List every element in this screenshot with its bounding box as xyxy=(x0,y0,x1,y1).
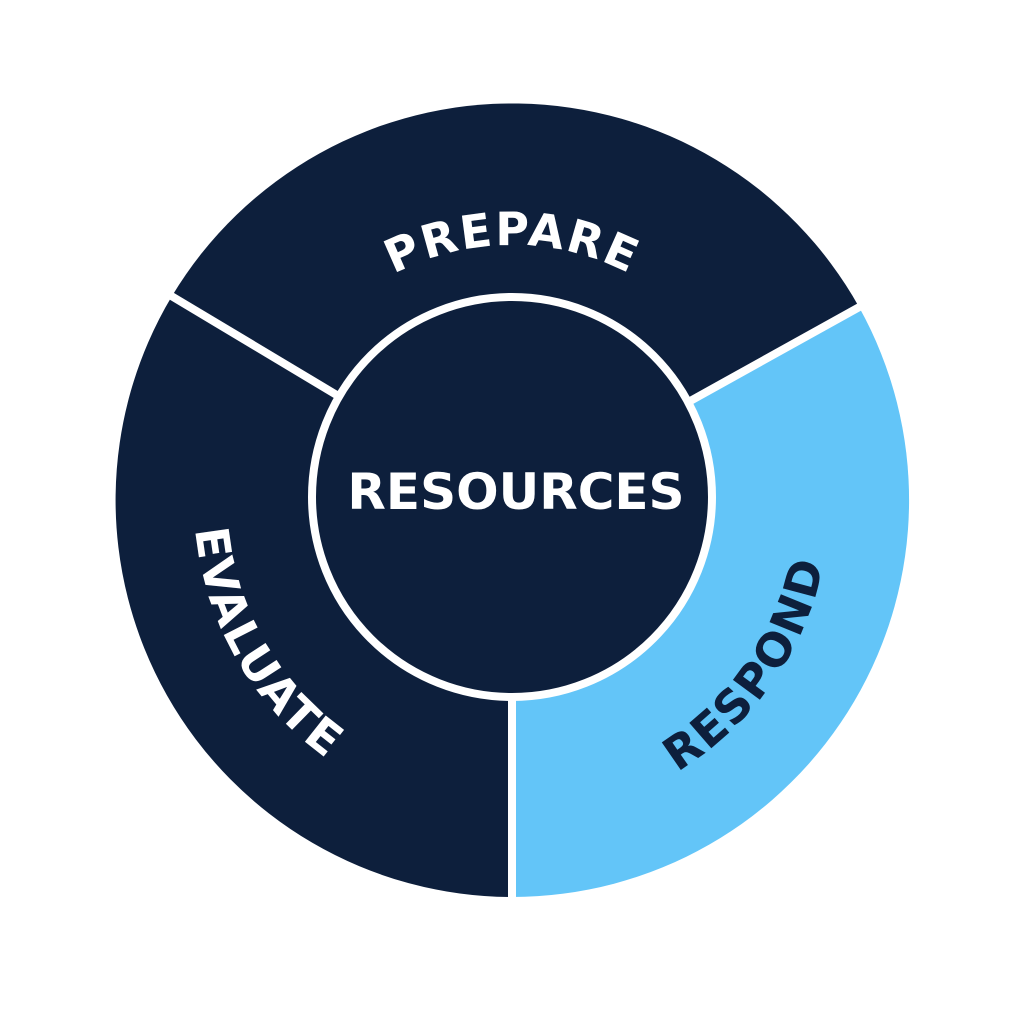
center-circle xyxy=(308,293,716,701)
center-label: RESOURCES xyxy=(347,463,684,521)
